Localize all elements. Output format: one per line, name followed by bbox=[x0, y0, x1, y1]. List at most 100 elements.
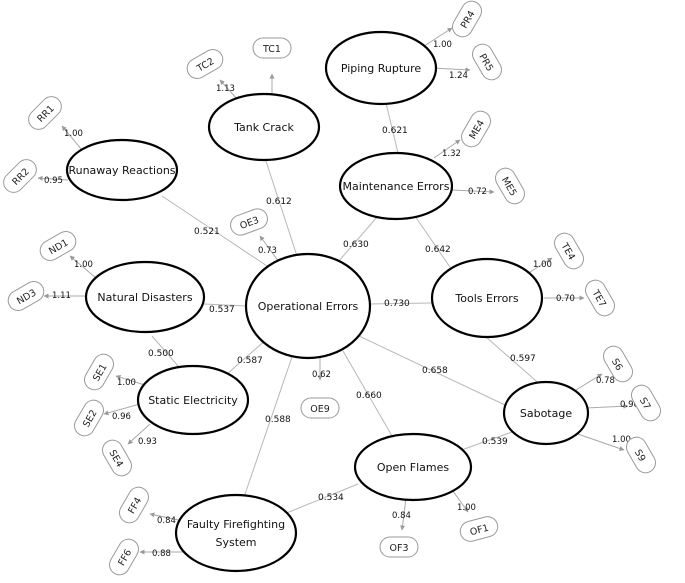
construct-runaway-reactions-shape bbox=[65, 138, 179, 202]
coef-static-operational: 0.587 bbox=[237, 356, 263, 366]
loading-te4: 1.00 bbox=[533, 260, 552, 270]
indicator-s6-label: S6 bbox=[609, 357, 625, 373]
indicator-s9: S9 bbox=[626, 436, 656, 474]
indicator-me5-shape bbox=[495, 167, 525, 205]
indicator-tc1: TC1 bbox=[252, 37, 292, 59]
path-line-static-operational bbox=[226, 337, 269, 375]
loading-tc2: 1.13 bbox=[216, 84, 235, 94]
coef-faulty-operational: 0.588 bbox=[265, 415, 291, 425]
construct-piping-rupture-shape bbox=[324, 30, 438, 106]
path-line-openflames-operational bbox=[342, 350, 393, 437]
indicator-pr4-shape bbox=[452, 0, 482, 38]
indicator-tc1-label: TC1 bbox=[262, 44, 281, 55]
loading-oe9: 0.62 bbox=[312, 370, 331, 380]
indicator-oe9-label: OE9 bbox=[310, 404, 330, 415]
construct-runaway-reactions-label: Runaway Reactions bbox=[68, 164, 175, 177]
loading-line-tc2 bbox=[219, 79, 239, 101]
coef-sabotage-operational: 0.658 bbox=[422, 366, 448, 376]
coef-runaway-operational: 0.521 bbox=[194, 227, 220, 237]
coef-natural-static: 0.500 bbox=[148, 349, 174, 359]
indicator-rr1-shape bbox=[28, 96, 62, 130]
loading-pr4: 1.00 bbox=[433, 40, 452, 50]
loading-me4: 1.32 bbox=[442, 149, 461, 159]
path-line-tank-operational bbox=[264, 157, 298, 257]
loading-line-oe3 bbox=[259, 235, 280, 263]
loading-line-nd1 bbox=[69, 255, 97, 279]
indicator-se4: SE4 bbox=[102, 439, 132, 477]
path-line-piping-maintenance bbox=[385, 102, 399, 154]
indicator-tc1-shape bbox=[252, 37, 292, 59]
loading-of1: 1.00 bbox=[457, 503, 476, 513]
coef-piping-maintenance: 0.621 bbox=[382, 126, 408, 136]
indicator-of3: OF3 bbox=[379, 536, 419, 558]
indicator-oe9-shape bbox=[300, 397, 340, 419]
indicator-se2-shape bbox=[74, 399, 104, 437]
construct-piping-rupture-label: Piping Rupture bbox=[341, 62, 422, 75]
coef-tools-operational: 0.730 bbox=[384, 299, 410, 309]
indicator-se1: SE1 bbox=[84, 353, 114, 391]
structural-paths bbox=[151, 102, 544, 515]
indicator-loading-lines bbox=[37, 27, 629, 555]
construct-tank-crack-label: Tank Crack bbox=[233, 121, 294, 134]
indicator-ff4-shape bbox=[119, 486, 149, 524]
path-line-sabotage-operational bbox=[358, 335, 506, 406]
indicator-pr5-shape bbox=[472, 43, 502, 81]
indicator-s9-shape bbox=[626, 436, 656, 474]
path-line-natural-operational bbox=[203, 303, 248, 307]
indicator-rr2-shape bbox=[3, 159, 37, 193]
path-line-tools-operational bbox=[368, 302, 433, 305]
loading-oe3: 0.73 bbox=[258, 246, 277, 256]
loading-values: 1.00 1.24 1.13 1.00 0.95 1.32 0.72 0.73 … bbox=[44, 40, 639, 559]
loading-line-rr1 bbox=[61, 125, 83, 151]
construct-maintenance-errors-label: Maintenance Errors bbox=[343, 180, 450, 193]
loading-rr1: 1.00 bbox=[64, 129, 83, 139]
construct-piping-rupture: Piping Rupture bbox=[324, 30, 438, 106]
indicator-nd1: ND1 bbox=[39, 231, 77, 261]
construct-operational-errors: Operational Errors bbox=[244, 252, 372, 360]
loading-line-pr5 bbox=[431, 67, 471, 73]
indicator-ff6: FF6 bbox=[109, 538, 139, 576]
indicator-te7-shape bbox=[585, 279, 615, 317]
construct-static-electricity-label: Static Electricity bbox=[148, 394, 238, 407]
loading-ff6: 0.88 bbox=[152, 549, 171, 559]
construct-sabotage-shape bbox=[502, 380, 590, 446]
loading-nd3: 1.11 bbox=[52, 291, 71, 301]
path-line-maintenance-tools bbox=[414, 215, 453, 271]
indicator-of3-shape bbox=[379, 536, 419, 558]
construct-faulty-firefighting-line1: Faulty Firefighting bbox=[187, 518, 285, 531]
indicator-se2: SE2 bbox=[74, 399, 104, 437]
indicator-nodes: PR4 PR5 TC1 TC2 RR1 RR2 ME4 ME5 bbox=[3, 0, 661, 576]
indicator-oe9: OE9 bbox=[300, 397, 340, 419]
indicator-pr4: PR4 bbox=[452, 0, 482, 38]
construct-open-flames: Open Flames bbox=[353, 432, 473, 502]
construct-tools-errors-label: Tools Errors bbox=[454, 292, 518, 305]
loading-line-me5 bbox=[451, 189, 495, 195]
path-line-openflames-sabotage bbox=[455, 431, 513, 453]
loading-pr5: 1.24 bbox=[449, 71, 468, 81]
indicator-s7-label: S7 bbox=[637, 396, 653, 412]
construct-tools-errors-shape bbox=[430, 257, 544, 339]
indicator-me5: ME5 bbox=[495, 167, 525, 205]
construct-operational-errors-shape bbox=[244, 252, 372, 360]
indicator-me4: ME4 bbox=[461, 110, 491, 148]
construct-tank-crack: Tank Crack bbox=[207, 92, 321, 162]
indicator-oe3-shape bbox=[230, 208, 268, 236]
loading-rr2: 0.95 bbox=[44, 176, 63, 186]
loading-line-me4 bbox=[433, 139, 461, 159]
loading-line-rr2 bbox=[37, 175, 69, 181]
coef-openflames-sabotage: 0.539 bbox=[482, 437, 508, 447]
loading-line-se4 bbox=[127, 423, 151, 445]
coef-tank-operational: 0.612 bbox=[266, 197, 292, 207]
coef-openflames-operational: 0.660 bbox=[356, 391, 382, 401]
loading-line-s9 bbox=[571, 431, 625, 451]
indicator-te4-shape bbox=[554, 232, 584, 270]
indicator-rr2: RR2 bbox=[3, 159, 37, 193]
loading-se4: 0.93 bbox=[138, 437, 157, 447]
loading-line-s7 bbox=[585, 403, 629, 409]
indicator-ff4: FF4 bbox=[119, 486, 149, 524]
path-line-tools-sabotage bbox=[485, 336, 544, 388]
coef-tools-sabotage: 0.597 bbox=[510, 354, 536, 364]
indicator-nd1-shape bbox=[39, 231, 77, 261]
construct-faulty-firefighting-system: Faulty Firefighting System bbox=[174, 493, 298, 573]
